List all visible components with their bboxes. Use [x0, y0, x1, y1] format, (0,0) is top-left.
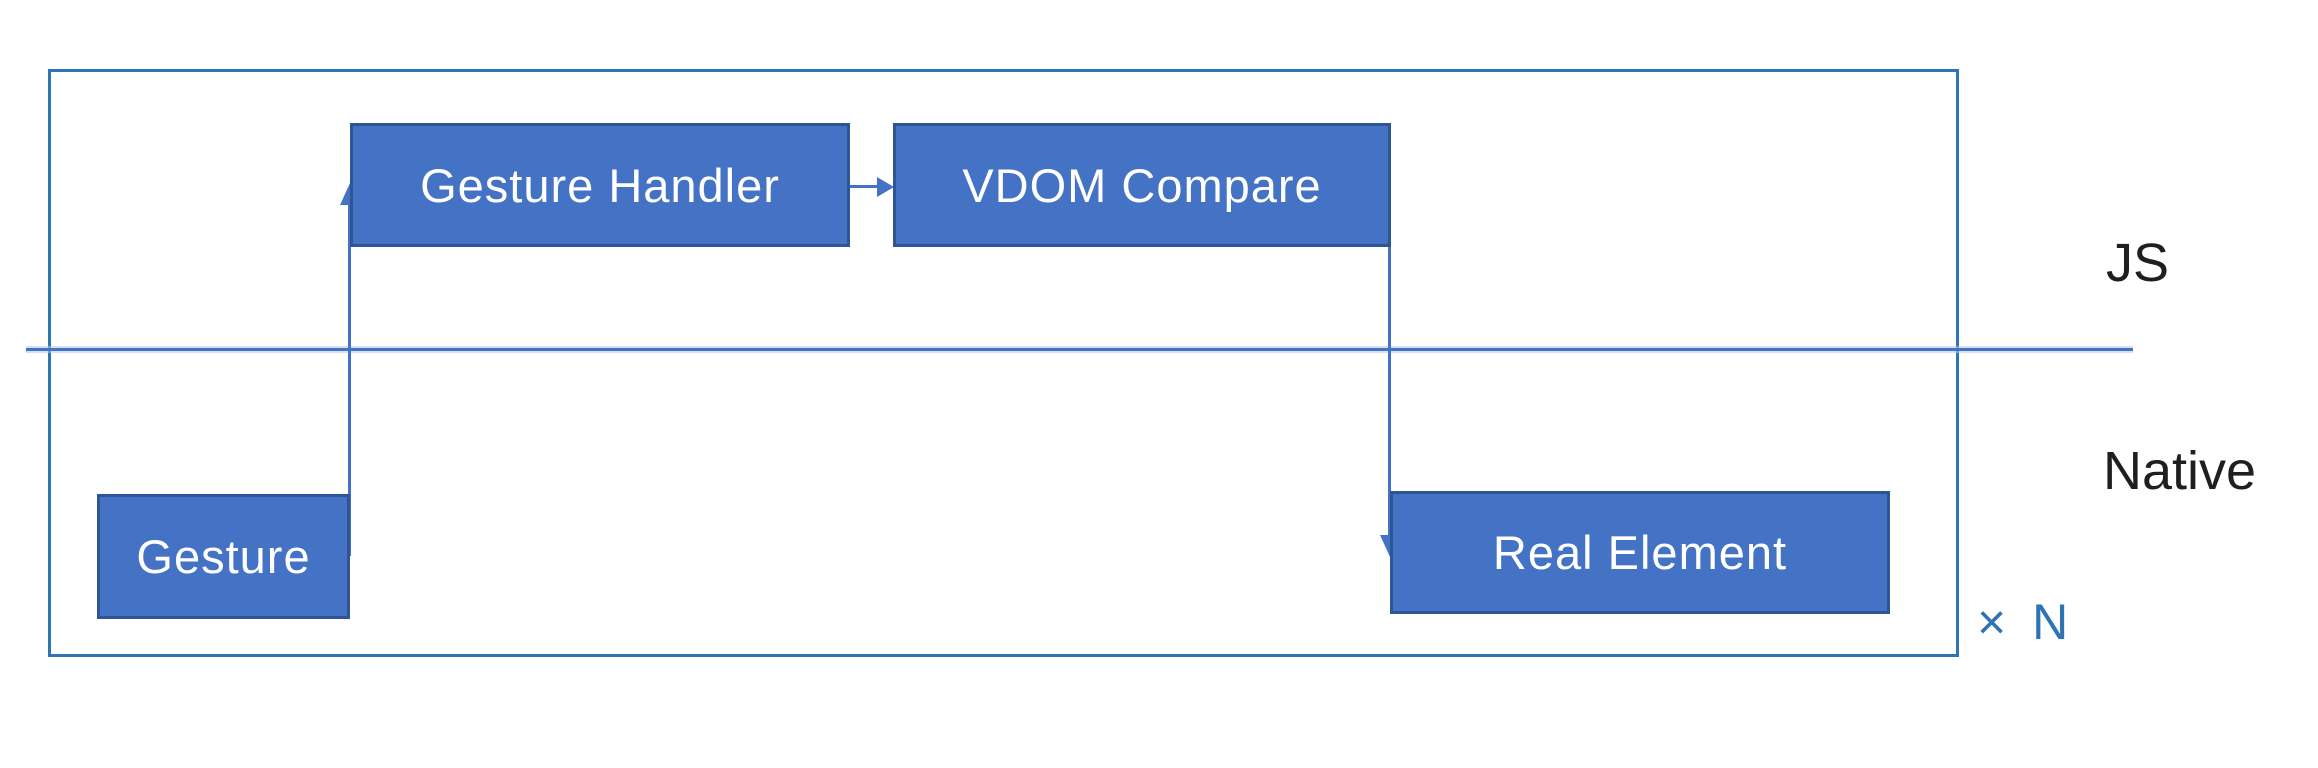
node-real-element-label: Real Element — [1492, 526, 1788, 579]
js-native-divider-line — [26, 348, 2133, 351]
region-label-native: Native — [2103, 441, 2257, 501]
multiplier-label: × N — [1977, 594, 2075, 650]
node-vdom-compare-label: VDOM Compare — [962, 158, 1322, 212]
node-gesture-handler: Gesture Handler — [350, 123, 850, 247]
arrow-right-icon — [877, 177, 894, 197]
node-gesture-label: Gesture — [136, 530, 311, 583]
node-real-element: Real Element — [1390, 491, 1890, 614]
region-label-js: JS — [2106, 233, 2170, 293]
lifecycle-boundary-box — [48, 69, 1959, 657]
node-gesture-handler-label: Gesture Handler — [420, 158, 780, 212]
node-vdom-compare: VDOM Compare — [893, 123, 1391, 247]
node-gesture: Gesture — [97, 494, 350, 619]
vdom-to-real-element-connector-line — [1388, 247, 1391, 537]
gesture-to-handler-connector-line — [348, 200, 351, 556]
handler-to-vdom-connector-line — [850, 185, 882, 188]
